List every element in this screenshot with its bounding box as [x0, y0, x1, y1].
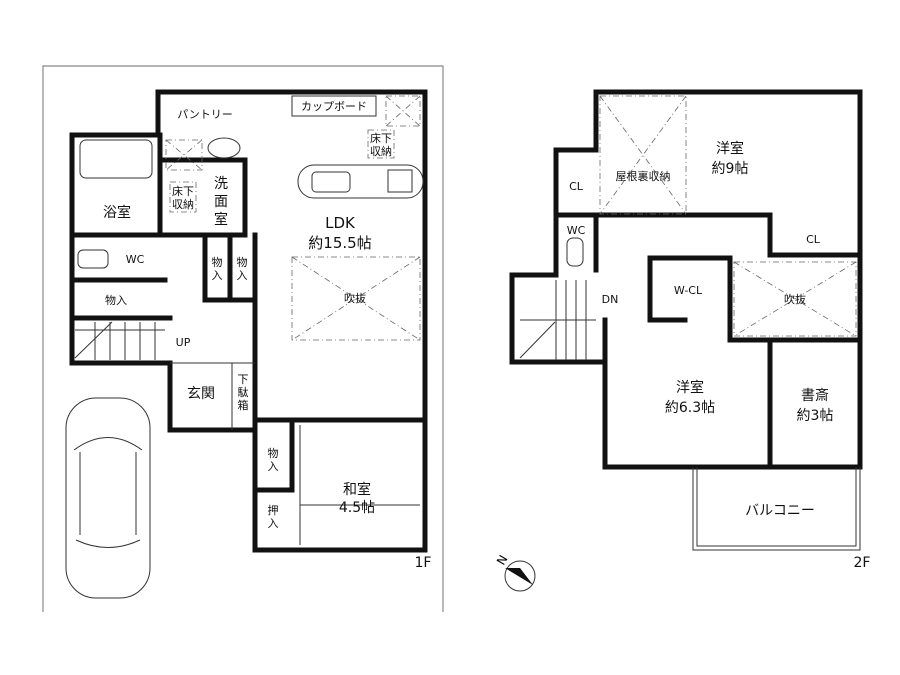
- underfloor-storage-label: 床下: [172, 184, 194, 198]
- room-attic: 屋根裏収納: [616, 169, 671, 183]
- room-closet-c: 入: [268, 460, 279, 473]
- toilet-icon: [77, 249, 109, 269]
- room-ldk: LDK: [325, 214, 356, 232]
- room-closet-b: 入: [237, 269, 248, 282]
- room-bedroom-2: 洋室: [676, 379, 704, 396]
- balcony-rail: [692, 467, 861, 551]
- underfloor-storage-label: 床下: [370, 131, 392, 145]
- floor-2: 屋根裏収納 洋室 約9帖 CL CL WC DN W-CL 吹抜 洋室 約6.3…: [509, 89, 871, 571]
- void-label-2f: 吹抜: [784, 292, 806, 306]
- room-closet-b: 物: [237, 255, 248, 269]
- room-study: 書斎: [801, 387, 829, 404]
- room-washroom: 洗: [214, 176, 228, 192]
- room-oshiire: 入: [268, 517, 279, 530]
- room-ldk-size: 約15.5帖: [308, 234, 371, 252]
- north-label: N: [494, 553, 511, 568]
- floor-label-1f: 1F: [415, 555, 432, 571]
- balcony-label: バルコニー: [745, 503, 815, 519]
- sink-icon: [207, 137, 241, 159]
- stairs-up-label: UP: [176, 336, 191, 349]
- underfloor-storage-label: 収納: [172, 198, 194, 211]
- room-entrance: 玄関: [187, 385, 215, 402]
- room-bath: 浴室: [103, 204, 131, 221]
- shoebox-label: 箱: [238, 398, 249, 412]
- room-wc: WC: [126, 253, 145, 266]
- car-icon: [65, 397, 151, 599]
- room-closet-a: 入: [212, 269, 223, 282]
- stove-icon: [387, 169, 413, 193]
- underfloor-storage-label: 収納: [370, 145, 392, 158]
- room-cl-2: CL: [806, 233, 821, 246]
- stairs-down-label: DN: [602, 293, 619, 306]
- floor-1: パントリー カップボード 床下 収納 床下 収納 浴室 洗 面 室 WC 物入 …: [42, 65, 444, 612]
- stairs-2f: [519, 237, 596, 360]
- walls-1f: [69, 89, 428, 553]
- room-closet-c: 物: [268, 446, 279, 460]
- room-washroom: 面: [214, 194, 228, 210]
- cupboard-label: カップボード: [301, 100, 367, 113]
- voids-2f: [599, 95, 857, 337]
- room-wcl: W-CL: [674, 284, 703, 297]
- shoebox-label: 駄: [238, 385, 249, 399]
- walls-2f: [509, 89, 863, 470]
- room-cl-1: CL: [569, 180, 584, 193]
- room-closet-a: 物: [212, 255, 223, 269]
- room-bedroom-main-size: 約9帖: [712, 161, 749, 177]
- floor-label-2f: 2F: [854, 555, 871, 571]
- room-storage: 物入: [105, 293, 127, 307]
- shoebox-label: 下: [238, 373, 249, 386]
- room-bedroom-main: 洋室: [716, 140, 744, 157]
- lot-boundary: [42, 65, 444, 612]
- fixtures-1f: [74, 95, 424, 545]
- room-study-size: 約3帖: [797, 408, 834, 424]
- room-wc-2f: WC: [567, 224, 586, 237]
- room-washitsu-size: 4.5帖: [339, 500, 375, 516]
- room-washroom: 室: [214, 211, 228, 228]
- room-oshiire: 押: [268, 503, 279, 517]
- room-washitsu: 和室: [343, 481, 371, 498]
- toilet-icon: [566, 237, 584, 267]
- void-label: 吹抜: [344, 291, 366, 305]
- room-pantry: パントリー: [177, 108, 233, 121]
- bathtub-icon: [79, 139, 153, 179]
- compass-icon: N: [494, 553, 536, 592]
- room-bedroom-2-size: 約6.3帖: [665, 400, 715, 416]
- void-1f: [165, 95, 421, 341]
